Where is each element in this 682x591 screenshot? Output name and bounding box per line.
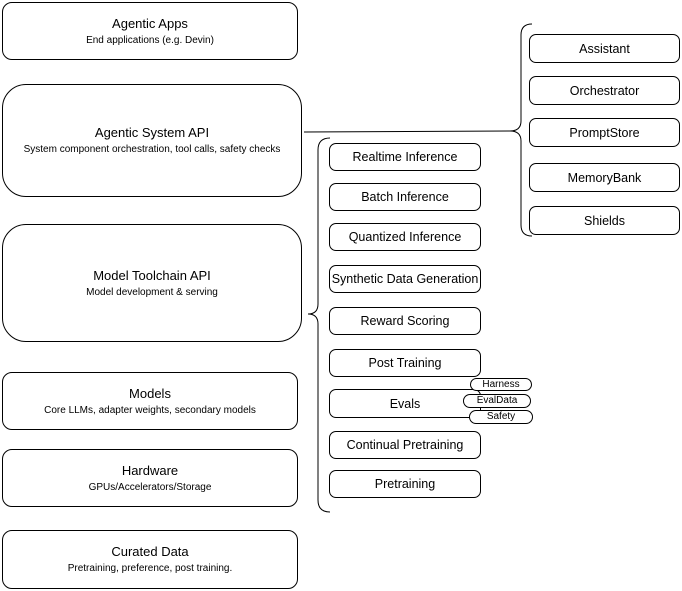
stack-box-title: Models bbox=[129, 385, 171, 401]
stack-box-hardware: Hardware GPUs/Accelerators/Storage bbox=[2, 449, 298, 507]
toolchain-item-reward-scoring: Reward Scoring bbox=[329, 307, 481, 335]
component-promptstore: PromptStore bbox=[529, 118, 680, 147]
eval-tag-safety: Safety bbox=[469, 410, 533, 424]
stack-box-curated-data: Curated Data Pretraining, preference, po… bbox=[2, 530, 298, 589]
stack-box-title: Agentic System API bbox=[94, 125, 210, 140]
system-api-connector-line bbox=[303, 130, 511, 133]
stack-box-title: Model Toolchain API bbox=[93, 267, 211, 283]
stack-box-subtitle: Core LLMs, adapter weights, secondary mo… bbox=[44, 404, 256, 416]
stack-box-title: Hardware bbox=[121, 462, 179, 478]
stack-box-subtitle: System component orchestration, tool cal… bbox=[23, 144, 281, 155]
toolchain-item-evals: Evals bbox=[329, 389, 481, 418]
toolchain-item-pretraining: Pretraining bbox=[329, 470, 481, 498]
toolchain-item-synthetic-data-generation: Synthetic Data Generation bbox=[329, 265, 481, 293]
stack-box-title: Curated Data bbox=[111, 544, 189, 559]
eval-tag-harness: Harness bbox=[470, 378, 532, 391]
component-shields: Shields bbox=[529, 206, 680, 235]
stack-box-models: Models Core LLMs, adapter weights, secon… bbox=[2, 372, 298, 430]
component-assistant: Assistant bbox=[529, 34, 680, 63]
stack-box-agentic-system-api: Agentic System API System component orch… bbox=[2, 84, 302, 197]
stack-box-agentic-apps: Agentic Apps End applications (e.g. Devi… bbox=[2, 2, 298, 60]
stack-box-title: Agentic Apps bbox=[112, 15, 188, 31]
component-orchestrator: Orchestrator bbox=[529, 76, 680, 105]
toolchain-brace bbox=[307, 137, 331, 513]
toolchain-item-continual-pretraining: Continual Pretraining bbox=[329, 431, 481, 459]
eval-tag-evaldata: EvalData bbox=[463, 394, 531, 408]
stack-box-subtitle: GPUs/Accelerators/Storage bbox=[88, 481, 212, 493]
toolchain-item-realtime-inference: Realtime Inference bbox=[329, 143, 481, 171]
toolchain-item-quantized-inference: Quantized Inference bbox=[329, 223, 481, 251]
stack-box-subtitle: End applications (e.g. Devin) bbox=[86, 34, 214, 46]
component-memorybank: MemoryBank bbox=[529, 163, 680, 192]
toolchain-item-post-training: Post Training bbox=[329, 349, 481, 377]
stack-box-model-toolchain-api: Model Toolchain API Model development & … bbox=[2, 224, 302, 342]
toolchain-item-batch-inference: Batch Inference bbox=[329, 183, 481, 211]
stack-box-subtitle: Model development & serving bbox=[86, 286, 218, 298]
stack-box-subtitle: Pretraining, preference, post training. bbox=[67, 563, 233, 574]
